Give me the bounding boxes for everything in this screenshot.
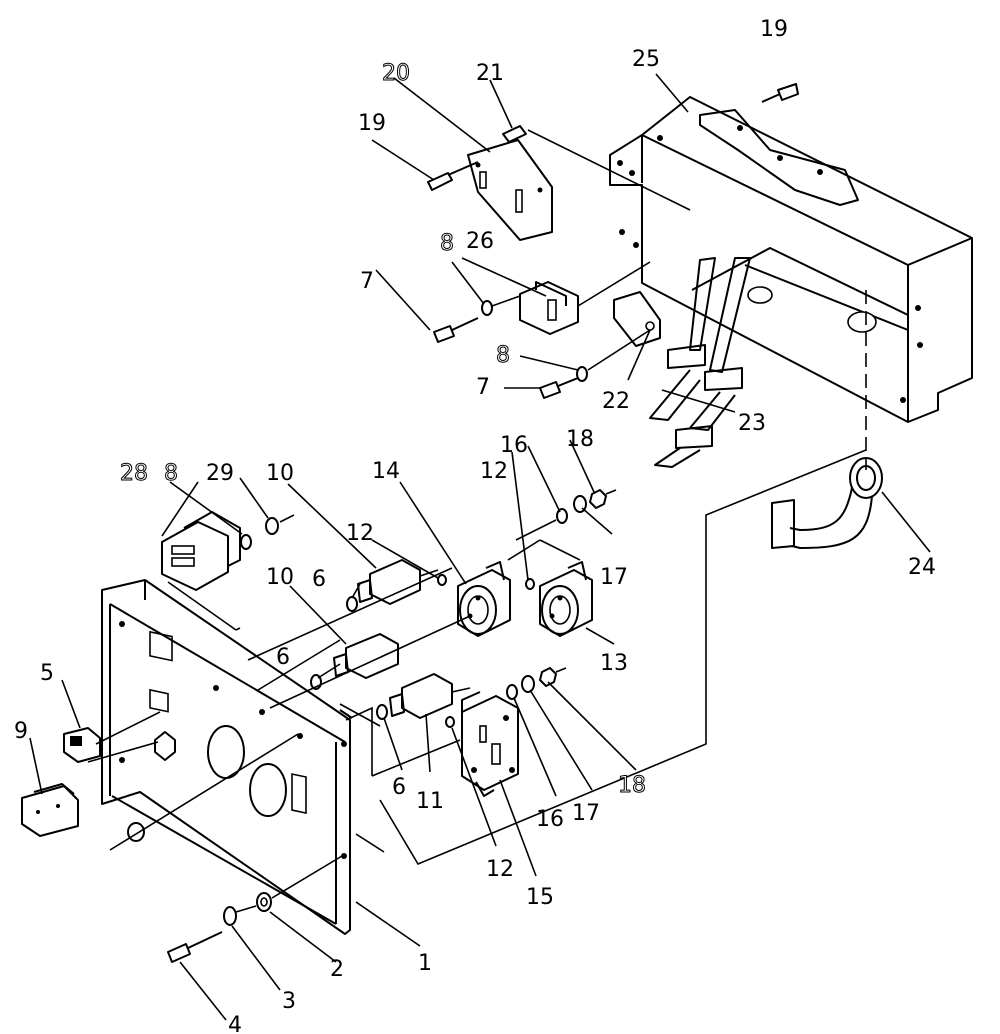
callout-12-upper-left: 12 — [346, 521, 374, 546]
callout-12-upper-right: 12 — [480, 459, 508, 484]
washer-6-upper — [346, 596, 358, 612]
callout-16-lower: 16 — [536, 807, 564, 832]
callout-18-upper: 18 — [566, 427, 594, 452]
receptacle-14 — [457, 561, 511, 637]
callout-19-top: 19 — [760, 17, 788, 42]
callout-6-lower: 6 — [392, 775, 406, 800]
nut-12-lower — [445, 716, 455, 728]
callout-10-lower: 10 — [266, 565, 294, 590]
screw-19-top — [761, 83, 799, 103]
callout-7-upper: 7 — [360, 269, 374, 294]
callout-26: 26 — [466, 229, 494, 254]
callout-22: 22 — [602, 389, 630, 414]
callout-15: 15 — [526, 885, 554, 910]
callout-11: 11 — [416, 789, 444, 814]
callout-20: 20 — [382, 61, 410, 86]
callout-14: 14 — [372, 459, 400, 484]
callout-3: 3 — [282, 989, 296, 1014]
washer-16-upper — [515, 508, 568, 541]
lock-washer-17-lower — [521, 675, 535, 693]
lock-washer-3 — [223, 905, 257, 926]
callout-6-upper: 6 — [312, 567, 326, 592]
callout-5: 5 — [40, 661, 54, 686]
hour-meter — [161, 511, 241, 591]
callout-29: 29 — [206, 461, 234, 486]
callout-18-lower: 18 — [618, 773, 646, 798]
callout-8-lower: 8 — [496, 343, 510, 368]
receptacle-13 — [539, 561, 593, 637]
control-panel — [101, 579, 353, 935]
callout-17-upper: 17 — [600, 565, 628, 590]
rocker-switch-9 — [21, 783, 79, 837]
callout-13: 13 — [600, 651, 628, 676]
nut-12-left — [437, 574, 447, 586]
callout-28: 28 — [120, 461, 148, 486]
callout-19-left: 19 — [358, 111, 386, 136]
screw-19-left — [427, 161, 479, 191]
breaker-10-lower — [333, 633, 399, 679]
callout-4: 4 — [228, 1013, 242, 1034]
callout-25: 25 — [632, 47, 660, 72]
nut-12-right — [507, 539, 581, 590]
leader-lines — [29, 73, 931, 1021]
callout-6-middle: 6 — [276, 645, 290, 670]
callout-labels: 19 25 20 21 19 8 26 7 8 7 22 23 18 16 14… — [14, 17, 936, 1034]
callout-23: 23 — [738, 411, 766, 436]
callout-16-upper: 16 — [500, 433, 528, 458]
breaker-10-upper — [357, 559, 439, 605]
lock-washer-17-upper — [573, 495, 587, 513]
callout-24: 24 — [908, 555, 936, 580]
circuit-board — [467, 125, 691, 241]
washer-6-middle — [310, 674, 322, 690]
nut-29 — [265, 514, 295, 535]
callout-9: 9 — [14, 719, 28, 744]
callout-12-lower: 12 — [486, 857, 514, 882]
washer-2 — [256, 855, 343, 912]
nut-18-lower — [539, 667, 567, 687]
screw-7-upper — [433, 317, 479, 343]
wire-harness — [649, 257, 751, 468]
washer-8-meter — [240, 534, 252, 550]
callout-8-upper: 8 — [440, 231, 454, 256]
callout-8-meter: 8 — [164, 461, 178, 486]
washer-16-lower — [506, 684, 518, 700]
hose-grommet — [771, 457, 883, 549]
screw-4 — [167, 931, 223, 963]
rocker-switch-5 — [63, 727, 101, 763]
washer-8-lower — [576, 329, 651, 382]
washer-8-upper — [481, 295, 521, 316]
washer-6-lower — [376, 704, 388, 720]
callout-10-upper: 10 — [266, 461, 294, 486]
panel-grommet — [127, 822, 145, 842]
enclosure-box — [609, 96, 973, 470]
gfci-receptacle-15 — [461, 691, 519, 797]
assembly-lines — [87, 449, 867, 866]
relay — [519, 261, 651, 335]
screw-7-lower — [539, 377, 579, 399]
callout-2: 2 — [330, 957, 344, 982]
breaker-11 — [389, 673, 471, 719]
callout-21: 21 — [476, 61, 504, 86]
callout-7-lower: 7 — [476, 375, 490, 400]
callout-17-lower: 17 — [572, 801, 600, 826]
callout-1: 1 — [418, 951, 432, 976]
nut-18-upper — [589, 489, 617, 509]
